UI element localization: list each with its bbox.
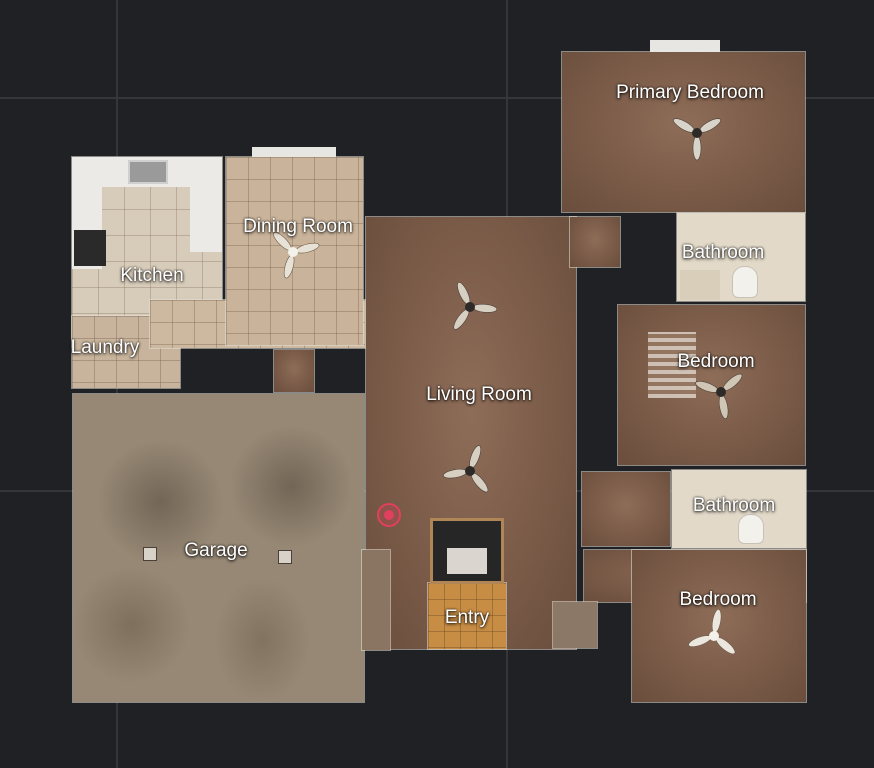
window-curtain: [252, 147, 336, 157]
kitchen-counter: [190, 157, 222, 252]
room-garage[interactable]: [73, 394, 364, 702]
hallway-bedrooms: [582, 472, 670, 546]
room-primary-bedroom[interactable]: [562, 52, 805, 212]
stove-icon: [74, 230, 106, 266]
closet: [274, 350, 314, 392]
ceiling-fan-icon: [695, 373, 743, 419]
window-blinds: [648, 332, 696, 398]
ceiling-fan-icon: [453, 282, 498, 330]
room-living-room-extension: [570, 217, 620, 267]
door-mat: [447, 548, 487, 574]
toilet-icon: [738, 514, 764, 544]
ceiling-fan-icon: [443, 445, 489, 493]
sink-icon: [128, 160, 168, 184]
floor-drain: [143, 547, 157, 561]
window-curtain: [650, 40, 720, 52]
toilet-icon: [732, 266, 758, 298]
floor-drain: [278, 550, 292, 564]
vanity: [680, 270, 720, 300]
closet-corner: [553, 602, 597, 648]
current-position-icon[interactable]: [377, 503, 401, 527]
ceiling-fan-icon: [273, 232, 320, 279]
grid-line: [0, 97, 874, 99]
ceiling-fan-icon: [673, 118, 721, 161]
room-entry[interactable]: [428, 583, 506, 649]
ceiling-fan-icon: [688, 609, 736, 655]
side-closet: [362, 550, 390, 650]
